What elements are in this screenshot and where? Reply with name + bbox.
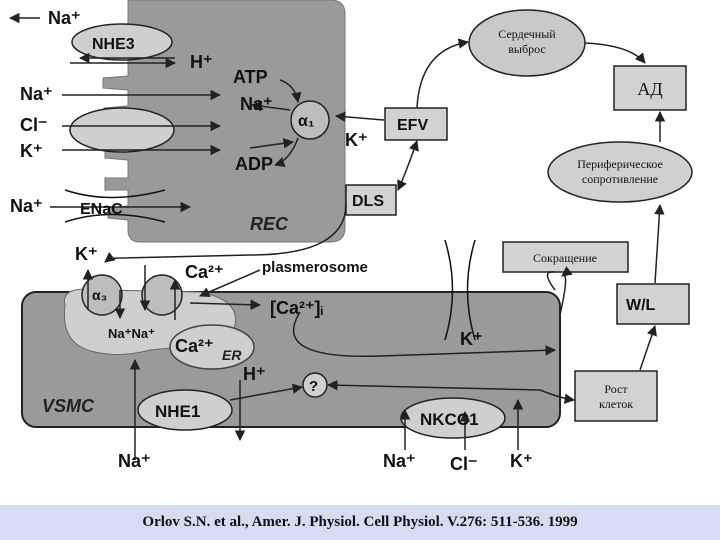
efv-box xyxy=(384,107,448,141)
rec-cl-left: Cl⁻ xyxy=(20,115,48,135)
wl-label: W/L xyxy=(626,297,656,314)
vsmc-ca-top: Ca²⁺ xyxy=(185,262,224,282)
er-label: ER xyxy=(222,347,242,363)
diagram-canvas: Na⁺ NHE3 H⁺ ATP Na⁺ ADP Na⁺ Cl⁻ K⁺ Na⁺ E… xyxy=(8,0,693,474)
rec-na-enac: Na⁺ xyxy=(10,196,43,216)
vsmc-na-bottom: Na⁺ xyxy=(383,451,416,471)
nkcc-rec-transporter xyxy=(69,107,175,153)
vsmc-label: VSMC xyxy=(42,396,95,416)
cell-growth-line2: клеток xyxy=(599,397,633,411)
efv-label: EFV xyxy=(397,117,428,134)
enac-channel xyxy=(64,189,166,223)
vsmc-k-channel: K⁺ xyxy=(460,329,483,349)
cell-growth-node xyxy=(574,370,658,422)
peripheral-resistance-node xyxy=(547,141,693,203)
dls-box xyxy=(345,184,397,216)
ad-label: АД xyxy=(637,79,662,99)
vsmc-na-bottom-left: Na⁺ xyxy=(118,451,151,471)
nhe3-transporter xyxy=(71,23,173,61)
ca-pump xyxy=(141,274,183,316)
rec-na-pump: Na⁺ xyxy=(240,94,273,114)
contraction-label: Сокращение xyxy=(533,251,597,265)
rec-h-top: H⁺ xyxy=(190,52,213,72)
k-channel xyxy=(444,239,476,341)
alpha1-label: α₁ xyxy=(298,113,315,130)
plasmerosome-label: plasmerosome xyxy=(262,259,368,276)
arrows xyxy=(8,12,666,460)
nhe1-transporter xyxy=(137,389,233,431)
rec-na-left: Na⁺ xyxy=(20,84,53,104)
alpha1-pump xyxy=(290,100,330,140)
cardiac-output-line1: Сердечный xyxy=(498,27,556,41)
nkcc1-label: NKCC1 xyxy=(420,410,479,429)
enac-label: ENaC xyxy=(80,201,123,218)
rec-cell xyxy=(102,0,346,243)
peripheral-resistance-line2: сопротивление xyxy=(582,172,658,186)
er-ca-label: Ca²⁺ xyxy=(175,336,214,356)
question-mark: ? xyxy=(309,378,318,395)
nhe1-label: NHE1 xyxy=(155,402,200,421)
dls-label: DLS xyxy=(352,193,384,210)
vsmc-k-bottom: K⁺ xyxy=(510,451,533,471)
vsmc-cl-bottom: Cl⁻ xyxy=(450,454,478,474)
wl-box xyxy=(616,283,690,325)
rec-k-efv: K⁺ xyxy=(345,130,368,150)
alpha3-label: α₃ xyxy=(92,287,107,303)
ca-intracellular: [Ca²⁺]ᵢ xyxy=(270,298,323,318)
citation-bar: Orlov S.N. et al., Amer. J. Physiol. Cel… xyxy=(0,505,720,540)
er-organelle xyxy=(169,324,255,370)
rec-label: REC xyxy=(250,214,289,234)
cardiac-output-line2: выброс xyxy=(508,42,545,56)
peripheral-resistance-line1: Периферическое xyxy=(577,157,663,171)
citation-text: Orlov S.N. et al., Amer. J. Physiol. Cel… xyxy=(142,514,578,530)
na-na-label: Na⁺Na⁺ xyxy=(108,326,155,341)
nhe3-label: NHE3 xyxy=(92,36,135,53)
atp-label: ATP xyxy=(233,67,268,87)
rec-k-left: K⁺ xyxy=(20,141,43,161)
ad-node xyxy=(613,65,687,111)
vsmc-k-top: K⁺ xyxy=(75,244,98,264)
cell-growth-line1: Рост xyxy=(604,382,628,396)
alpha3-pump xyxy=(81,274,123,316)
adp-label: ADP xyxy=(235,154,273,174)
vsmc-h: H⁺ xyxy=(243,364,266,384)
rec-na-top: Na⁺ xyxy=(48,8,81,28)
